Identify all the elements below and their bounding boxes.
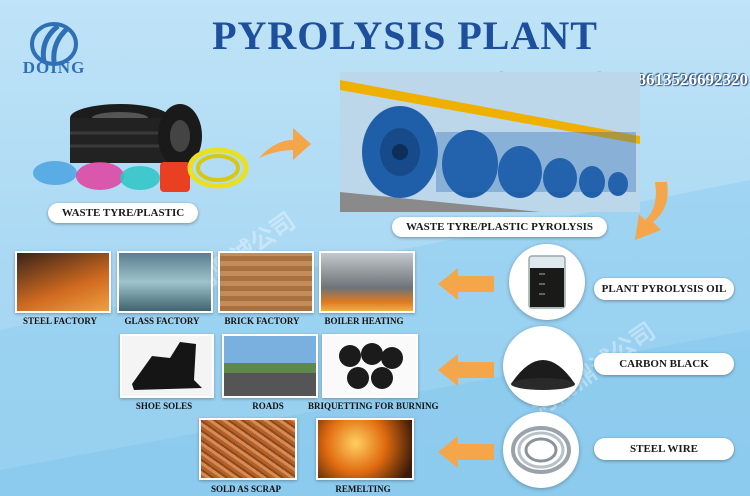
use-caption: BRIQUETTING FOR BURNING bbox=[308, 401, 439, 411]
use-caption: REMELTING bbox=[335, 484, 391, 494]
steel-factory-image bbox=[15, 251, 111, 313]
arrow-left-icon bbox=[438, 436, 494, 468]
product-label-carbon: CARBON BLACK bbox=[594, 353, 734, 375]
page-title: PYROLYSIS PLANT bbox=[212, 13, 598, 58]
pyrolysis-machine-image bbox=[340, 72, 640, 212]
use-caption: BRICK FACTORY bbox=[224, 316, 300, 326]
product-label-oil: PLANT PYROLYSIS OIL bbox=[594, 278, 734, 300]
tyre-stack bbox=[70, 104, 202, 168]
scrap-image bbox=[199, 418, 297, 480]
brand-name: DOING bbox=[22, 58, 86, 77]
arrow-left-icon bbox=[438, 268, 494, 300]
glass-factory-image bbox=[117, 251, 213, 313]
product-label-wire: STEEL WIRE bbox=[594, 438, 734, 460]
input-label: WASTE TYRE/PLASTIC bbox=[48, 203, 198, 223]
remelting-image bbox=[316, 418, 414, 480]
arrow-left-icon bbox=[438, 354, 494, 386]
use-caption: BOILER HEATING bbox=[324, 316, 404, 326]
use-caption: SOLD AS SCRAP bbox=[210, 484, 282, 494]
boiler-heating-image bbox=[319, 251, 415, 313]
oil-beaker-icon bbox=[509, 244, 585, 320]
briquetting-image bbox=[322, 334, 418, 398]
use-caption: SHOE SOLES bbox=[135, 401, 193, 411]
use-caption: STEEL FACTORY bbox=[22, 316, 98, 326]
use-caption: ROADS bbox=[252, 401, 284, 411]
arrow-down-icon bbox=[635, 182, 668, 240]
use-caption: GLASS FACTORY bbox=[124, 316, 200, 326]
double-leaf-logo-icon bbox=[30, 22, 78, 66]
roads-image bbox=[222, 334, 318, 398]
carbon-black-pile-icon bbox=[503, 326, 583, 406]
brick-factory-image bbox=[218, 251, 314, 313]
process-label: WASTE TYRE/PLASTIC PYROLYSIS bbox=[392, 217, 607, 237]
shoe-soles-image bbox=[120, 334, 214, 398]
arrow-right-icon bbox=[259, 128, 311, 160]
steel-wire-coil-icon bbox=[503, 412, 579, 488]
waste-tyre-plastic-image bbox=[33, 104, 249, 192]
